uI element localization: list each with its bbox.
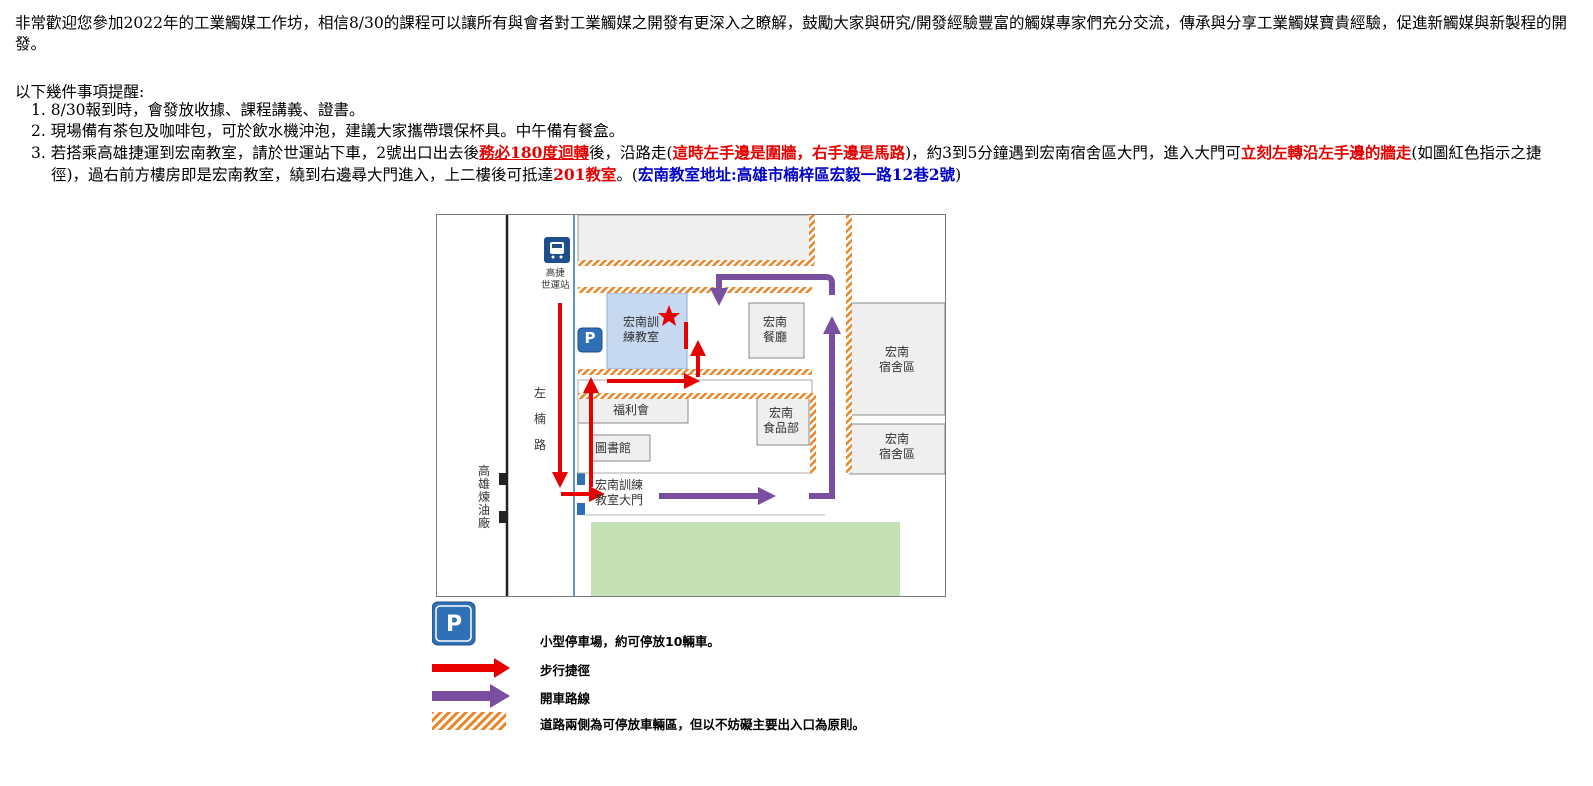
right-road-hint: 右手邊是馬路 — [812, 143, 906, 162]
refinery-marker — [499, 473, 507, 485]
library-label: 圖書館 — [595, 441, 632, 455]
gate-post — [577, 503, 585, 515]
refinery-marker — [499, 511, 507, 523]
campus-map: 高捷 世運站 宏南訓 練教室 宏南 餐廳 宏南 宿舍區 宏南 宿舍區 福利會 圖… — [436, 214, 946, 597]
refinery-label: 高 雄 煉 油 廠 — [478, 464, 491, 530]
note-number: 3. — [31, 144, 46, 162]
star-icon — [658, 305, 680, 326]
note-text: )，約3到5分鐘遇到宏南宿舍區大門，進入大門可 — [905, 144, 1241, 162]
map-legend: P 小型停車場，約可停放10輛車。 步行捷徑 開車路線 道路兩側為可停放車輛區，… — [432, 600, 952, 750]
legend-walk-arrow — [432, 658, 510, 678]
parking-icon — [577, 327, 603, 353]
dorm-building-2 — [849, 423, 945, 475]
roadside-strip — [578, 393, 816, 399]
classroom-address: 宏南教室地址:高雄市楠梓區宏毅一路12巷2號 — [637, 165, 956, 184]
legend-hatch-swatch — [432, 712, 506, 730]
classroom-label: 宏南訓 練教室 — [623, 315, 660, 344]
note-text: 現場備有茶包及咖啡包，可於飲水機沖泡，建議大家攜帶環保杯具。中午備有餐盒。 — [50, 122, 625, 140]
walk-route — [552, 303, 706, 502]
roadside-strip — [578, 260, 814, 266]
dorm-label-1: 宏南 宿舍區 — [879, 345, 916, 374]
roadside-strip — [809, 215, 815, 263]
legend-parking-symbol: P — [445, 612, 463, 637]
roadside-strip — [810, 395, 816, 473]
note-item-2: 2. 現場備有茶包及咖啡包，可於飲水機沖泡，建議大家攜帶環保杯具。中午備有餐盒。 — [15, 121, 1575, 142]
roadside-strip — [578, 287, 812, 293]
roadside-strip — [846, 215, 852, 473]
library-building — [591, 434, 651, 462]
restaurant-building — [748, 302, 805, 359]
gate-post — [577, 473, 585, 485]
note-text: 後，沿路走( — [588, 144, 673, 162]
store-label: 宏南 食品部 — [763, 406, 800, 435]
note-text: 若搭乘高雄捷運到宏南教室，請於世運站下車，2號出口出去後 — [50, 144, 480, 162]
drive-route — [659, 274, 841, 505]
store-building — [756, 396, 810, 446]
note-number: 1. — [31, 101, 46, 119]
note-number: 2. — [31, 122, 46, 140]
legend-parking-text: 小型停車場，約可停放10輛車。 — [540, 634, 720, 649]
classroom-building — [606, 292, 688, 370]
reminder-title: 以下幾件事項提醒: — [15, 83, 145, 101]
room-number: 201教室 — [553, 165, 617, 184]
restaurant-label: 宏南 餐廳 — [763, 315, 788, 344]
welfare-building — [577, 396, 689, 424]
legend-drive-text: 開車路線 — [540, 691, 591, 706]
dorm-label-2: 宏南 宿舍區 — [879, 432, 916, 461]
u-turn-warning: 務必180度迴轉 — [479, 143, 589, 162]
green-area — [591, 522, 900, 596]
note-text: ， — [796, 143, 813, 162]
left-wall-hint: 這時左手邊是圍牆 — [672, 143, 797, 162]
note-item-1: 1. 8/30報到時，會發放收據、課程講義、證書。 — [15, 100, 1575, 121]
notes-list: 1. 8/30報到時，會發放收據、課程講義、證書。 2. 現場備有茶包及咖啡包，… — [15, 100, 1575, 186]
welfare-label: 福利會 — [613, 403, 650, 417]
note-text: 8/30報到時，會發放收據、課程講義、證書。 — [50, 101, 365, 119]
legend-drive-arrow — [432, 684, 510, 708]
gate-label: 宏南訓練 教室大門 — [595, 478, 644, 507]
legend-symbols — [432, 601, 510, 730]
note-text: (如圖紅色指示之捷徑)，過右前方樓房即是宏南教室，繞到右邊尋大門進入，上二樓後可… — [51, 144, 1542, 184]
note-text: 。( — [616, 166, 638, 184]
map-drawing — [499, 215, 945, 596]
metro-station-label: 高捷 世運站 — [541, 268, 570, 291]
note-text: ) — [955, 166, 962, 184]
legend-roadside-text: 道路兩側為可停放車輛區，但以不妨礙主要出入口為原則。 — [540, 717, 866, 732]
turn-left-hint: 立刻左轉沿左手邊的牆走 — [1240, 143, 1412, 162]
legend-walk-text: 步行捷徑 — [540, 663, 591, 678]
roadside-strip — [578, 369, 812, 375]
road-name-label: 左 楠 路 — [534, 386, 547, 452]
dorm-building-1 — [849, 302, 945, 416]
legend-parking-icon — [432, 601, 476, 646]
parking-symbol: P — [584, 329, 596, 347]
building-top — [577, 215, 815, 264]
intro-paragraph: 非常歡迎您參加2022年的工業觸媒工作坊，相信8/30的課程可以讓所有與會者對工… — [15, 14, 1567, 53]
note-item-3: 3. 若搭乘高雄捷運到宏南教室，請於世運站下車，2號出口出去後務必180度迴轉後… — [15, 142, 1575, 186]
